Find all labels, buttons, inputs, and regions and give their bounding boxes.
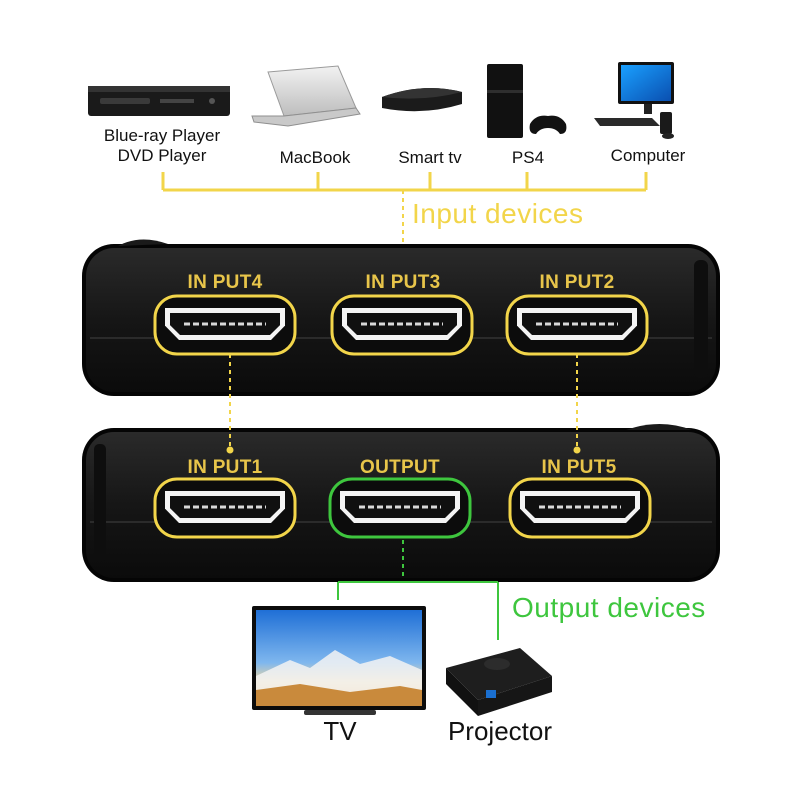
bluray-player-icon — [88, 86, 230, 116]
device-label-macbook: MacBook — [279, 148, 351, 167]
ports-layer — [153, 294, 652, 539]
hdmi-port-input2 — [505, 294, 649, 356]
device-label-projector: Projector — [447, 716, 553, 746]
smart-tv-box-icon — [382, 88, 462, 112]
device-label-bluray: Blue-ray Player DVD Player — [103, 126, 221, 165]
hdmi-port-input4 — [153, 294, 297, 356]
device-label-smart-tv: Smart tv — [398, 148, 462, 167]
port-label-input4: IN PUT4 — [187, 272, 263, 293]
input5-link-dot — [573, 446, 581, 454]
port-label-input2: IN PUT2 — [539, 272, 615, 293]
port-label-input5: IN PUT5 — [541, 457, 617, 478]
tv-icon — [252, 606, 426, 715]
hdmi-port-output — [328, 477, 472, 539]
hdmi-port-input3 — [330, 294, 474, 356]
hdmi-port-input5 — [508, 477, 652, 539]
output-devices-title: Output devices — [512, 592, 706, 623]
input1-link-dot — [226, 446, 234, 454]
projector-icon — [446, 648, 552, 716]
port-label-input1: IN PUT1 — [187, 457, 263, 478]
device-label-ps4: PS4 — [511, 148, 545, 167]
device-label-computer: Computer — [610, 146, 686, 165]
input-devices-title: Input devices — [412, 198, 584, 229]
port-label-output: OUTPUT — [360, 457, 440, 478]
desktop-computer-icon — [594, 62, 674, 139]
hdmi-port-input1 — [153, 477, 297, 539]
output-connector-lines — [337, 540, 499, 640]
port-label-input3: IN PUT3 — [365, 272, 441, 293]
device-label-tv: TV — [323, 716, 357, 746]
laptop-icon — [251, 65, 361, 127]
game-console-icon — [487, 64, 567, 138]
